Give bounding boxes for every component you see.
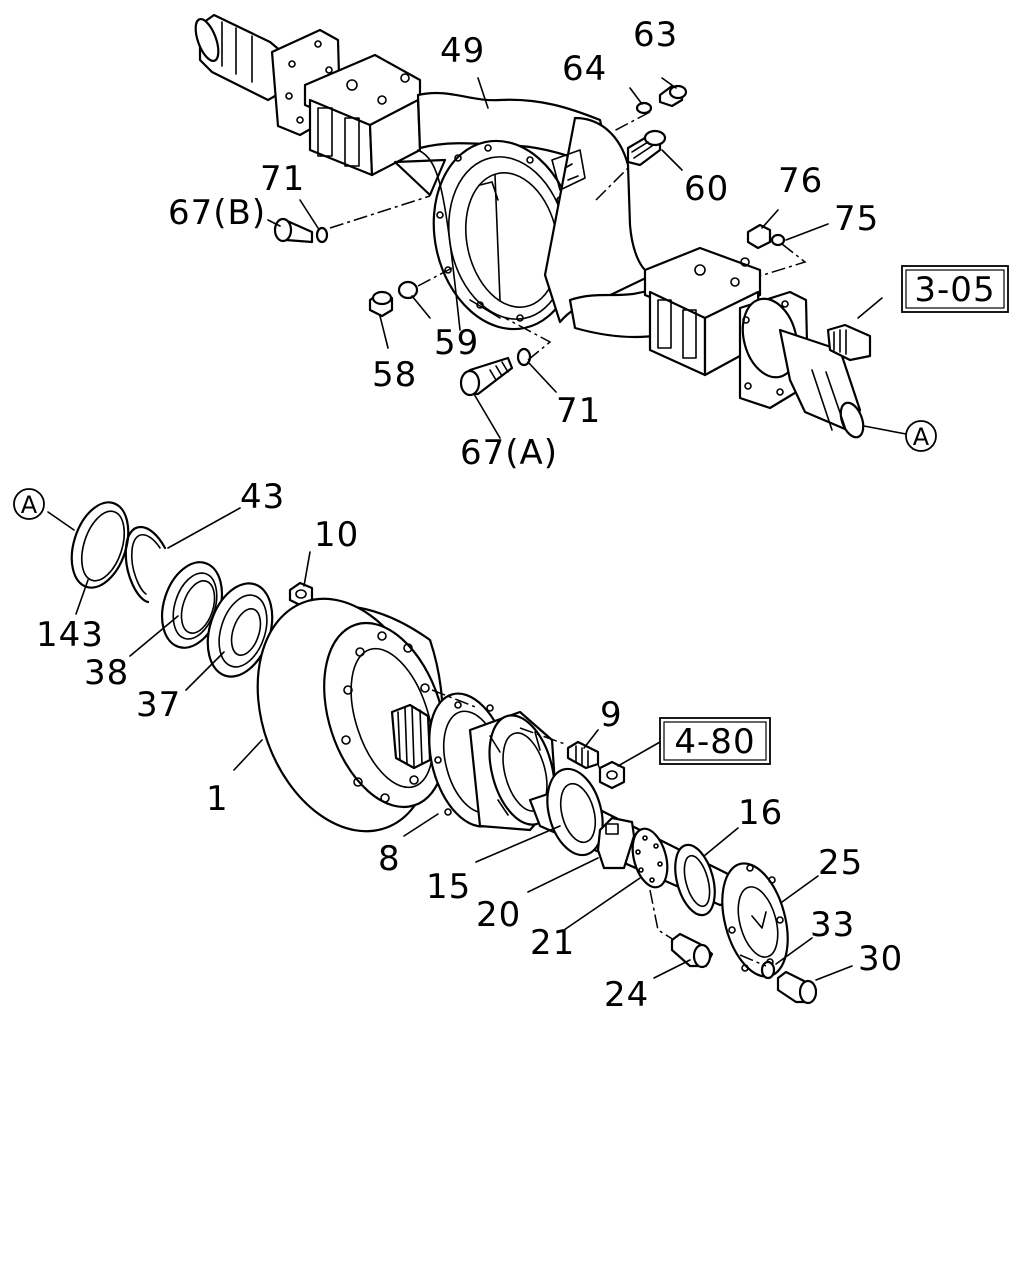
callout-25: 25 bbox=[818, 843, 863, 883]
callout-20: 20 bbox=[476, 895, 521, 935]
callout-59: 59 bbox=[434, 323, 479, 363]
reference-box-3-05[interactable]: 3-05 bbox=[901, 265, 1009, 313]
leader-lines bbox=[47, 77, 907, 981]
hub-drum-drawing bbox=[70, 501, 818, 1005]
callout-16: 16 bbox=[738, 793, 783, 833]
callout-75: 75 bbox=[834, 199, 879, 239]
callout-71-upper: 71 bbox=[260, 159, 305, 199]
callout-30: 30 bbox=[858, 939, 903, 979]
callout-labels: 63 64 49 60 71 67(B) 76 75 59 58 71 67(A… bbox=[36, 15, 903, 1015]
reference-box-3-05-label: 3-05 bbox=[914, 270, 995, 310]
callout-24: 24 bbox=[604, 975, 649, 1015]
callout-43: 43 bbox=[240, 477, 285, 517]
callout-64: 64 bbox=[562, 49, 607, 89]
callout-33: 33 bbox=[810, 905, 855, 945]
lower-assembly-lines bbox=[431, 689, 767, 967]
callout-76: 76 bbox=[778, 161, 823, 201]
callout-10: 10 bbox=[314, 515, 359, 555]
callout-15: 15 bbox=[426, 867, 471, 907]
reference-box-4-80[interactable]: 4-80 bbox=[659, 717, 771, 765]
callout-58: 58 bbox=[372, 355, 417, 395]
callout-67b: 67(B) bbox=[168, 193, 266, 233]
callout-1: 1 bbox=[206, 779, 229, 819]
upper-assembly-lines bbox=[329, 111, 807, 361]
connector-mark-upper: A bbox=[905, 420, 937, 452]
callout-9: 9 bbox=[600, 695, 623, 735]
reference-box-4-80-label: 4-80 bbox=[674, 722, 755, 762]
callout-63: 63 bbox=[633, 15, 678, 55]
callout-21: 21 bbox=[530, 923, 575, 963]
callout-38: 38 bbox=[84, 653, 129, 693]
connector-mark-upper-label: A bbox=[913, 423, 930, 451]
callout-71-lower: 71 bbox=[556, 391, 601, 431]
callout-67a: 67(A) bbox=[460, 433, 558, 473]
connector-mark-lower-label: A bbox=[21, 491, 38, 519]
callout-143: 143 bbox=[36, 615, 104, 655]
axle-housing-drawing bbox=[194, 13, 872, 439]
callout-8: 8 bbox=[378, 839, 401, 879]
callout-37: 37 bbox=[136, 685, 181, 725]
connector-mark-lower: A bbox=[13, 488, 45, 520]
callout-60: 60 bbox=[684, 169, 729, 209]
callout-49: 49 bbox=[440, 31, 485, 71]
